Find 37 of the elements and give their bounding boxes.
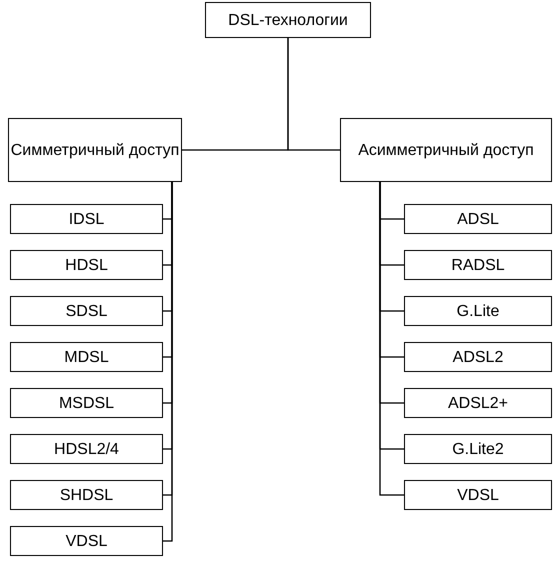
technology-box xyxy=(10,480,163,510)
technology-box xyxy=(10,250,163,280)
category-box xyxy=(205,2,371,38)
technology-box xyxy=(404,434,552,464)
connector-line xyxy=(287,38,340,151)
node-label: VDSL xyxy=(66,532,108,552)
node-label: G.Lite2 xyxy=(452,440,504,460)
category-box xyxy=(340,118,552,182)
technology-box xyxy=(404,342,552,372)
node-label: ADSL xyxy=(457,210,499,230)
node-label: Симметричный доступ xyxy=(10,140,180,160)
node-label: G.Lite xyxy=(456,302,500,322)
technology-box xyxy=(10,526,163,556)
node-label: Асимметричный доступ xyxy=(358,140,534,160)
technology-box xyxy=(10,434,163,464)
node-label: IDSL xyxy=(68,210,104,230)
node-label: HDSL xyxy=(65,256,108,276)
node-label: RADSL xyxy=(451,256,505,276)
technology-box xyxy=(404,480,552,510)
technology-box xyxy=(404,296,552,326)
node-label: VDSL xyxy=(457,486,499,506)
technology-box xyxy=(10,342,163,372)
technology-box xyxy=(10,388,163,418)
technology-box xyxy=(404,204,552,234)
node-label: SHDSL xyxy=(60,486,114,506)
technology-box xyxy=(404,250,552,280)
node-label: SDSL xyxy=(66,302,108,322)
node-label: ADSL2 xyxy=(452,348,504,368)
node-label: DSL-технологии xyxy=(228,10,348,30)
node-label: HDSL2/4 xyxy=(54,440,119,460)
technology-box xyxy=(404,388,552,418)
category-box xyxy=(8,118,182,182)
node-label: MSDSL xyxy=(58,394,114,414)
technology-box xyxy=(10,204,163,234)
node-label: MDSL xyxy=(64,348,109,368)
technology-box xyxy=(10,296,163,326)
node-label: ADSL2+ xyxy=(448,394,508,414)
